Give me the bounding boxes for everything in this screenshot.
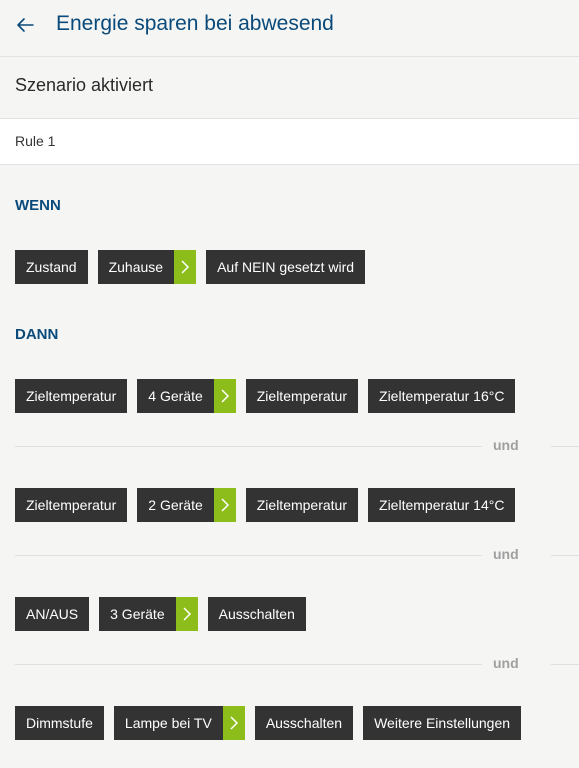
rule-name: Rule 1 [15,133,56,149]
and-divider: und [15,545,579,565]
chip-label: Zuhause [108,259,164,275]
when-chip-condition-value[interactable]: Auf NEIN gesetzt wird [206,250,366,284]
action-chip-type[interactable]: AN/AUS [15,597,90,631]
then-action-row: Zieltemperatur 2 Geräte Zieltemperatur Z… [15,488,516,522]
action-chip-type[interactable]: Zieltemperatur [15,379,128,413]
action-chip-property[interactable]: Ausschalten [207,597,306,631]
chip-label: Zieltemperatur [26,388,117,404]
chevron-right-icon [222,706,245,740]
action-chip-devices[interactable]: 4 Geräte [137,379,236,413]
action-chip-more-settings[interactable]: Weitere Einstellungen [363,706,522,740]
chip-label: AN/AUS [26,606,79,622]
then-action-row: Zieltemperatur 4 Geräte Zieltemperatur Z… [15,379,516,413]
when-chip-row: Zustand Zuhause Auf NEIN gesetzt wird [15,250,366,284]
when-chip-condition-target[interactable]: Zuhause [97,250,197,284]
chip-label: Weitere Einstellungen [374,715,511,731]
divider-line [551,446,579,447]
arrow-left-icon[interactable] [15,15,35,35]
and-divider: und [15,436,579,456]
and-divider: und [15,654,579,674]
chip-label: Lampe bei TV [124,715,212,731]
action-chip-devices[interactable]: 3 Geräte [99,597,198,631]
chevron-right-icon [174,250,197,284]
chevron-right-icon [213,379,236,413]
chip-label: 4 Geräte [148,388,203,404]
action-chip-value[interactable]: Zieltemperatur 16°C [368,379,516,413]
then-action-row: Dimmstufe Lampe bei TV Ausschalten Weite… [15,706,522,740]
action-chip-devices[interactable]: Lampe bei TV [113,706,245,740]
chip-label: Zieltemperatur [256,497,348,513]
divider-line [551,555,579,556]
chip-label: Auf NEIN gesetzt wird [217,259,355,275]
chip-label: Zustand [26,259,77,275]
app-header: Energie sparen bei abwesend [0,0,579,57]
action-chip-devices[interactable]: 2 Geräte [137,488,236,522]
and-connector-label: und [493,655,519,671]
divider-line [551,664,579,665]
chip-label: Zieltemperatur [26,497,117,513]
chip-label: Zieltemperatur [256,388,348,404]
divider-line [15,664,482,665]
and-connector-label: und [493,546,519,562]
action-chip-property[interactable]: Zieltemperatur [245,379,359,413]
action-chip-property[interactable]: Zieltemperatur [245,488,359,522]
then-section-label: DANN [15,326,59,343]
chip-label: Ausschalten [218,606,295,622]
chip-label: Dimmstufe [26,715,93,731]
chip-label: 3 Geräte [110,606,165,622]
chip-label: Zieltemperatur 16°C [379,388,505,404]
then-action-row: AN/AUS 3 Geräte Ausschalten [15,597,306,631]
action-chip-property[interactable]: Ausschalten [254,706,354,740]
when-chip-condition-type[interactable]: Zustand [15,250,88,284]
rule-name-row[interactable]: Rule 1 [0,119,579,165]
chevron-right-icon [175,597,198,631]
scenario-status-row[interactable]: Szenario aktiviert [0,57,579,119]
action-chip-type[interactable]: Zieltemperatur [15,488,128,522]
chevron-right-icon [213,488,236,522]
action-chip-value[interactable]: Zieltemperatur 14°C [368,488,516,522]
when-section-label: WENN [15,197,61,214]
divider-line [15,555,482,556]
scenario-status-label: Szenario aktiviert [15,75,154,95]
page-title: Energie sparen bei abwesend [56,12,334,35]
divider-line [15,446,482,447]
chip-label: Ausschalten [265,715,343,731]
action-chip-type[interactable]: Dimmstufe [15,706,104,740]
and-connector-label: und [493,437,519,453]
chip-label: 2 Geräte [148,497,203,513]
chip-label: Zieltemperatur 14°C [379,497,505,513]
